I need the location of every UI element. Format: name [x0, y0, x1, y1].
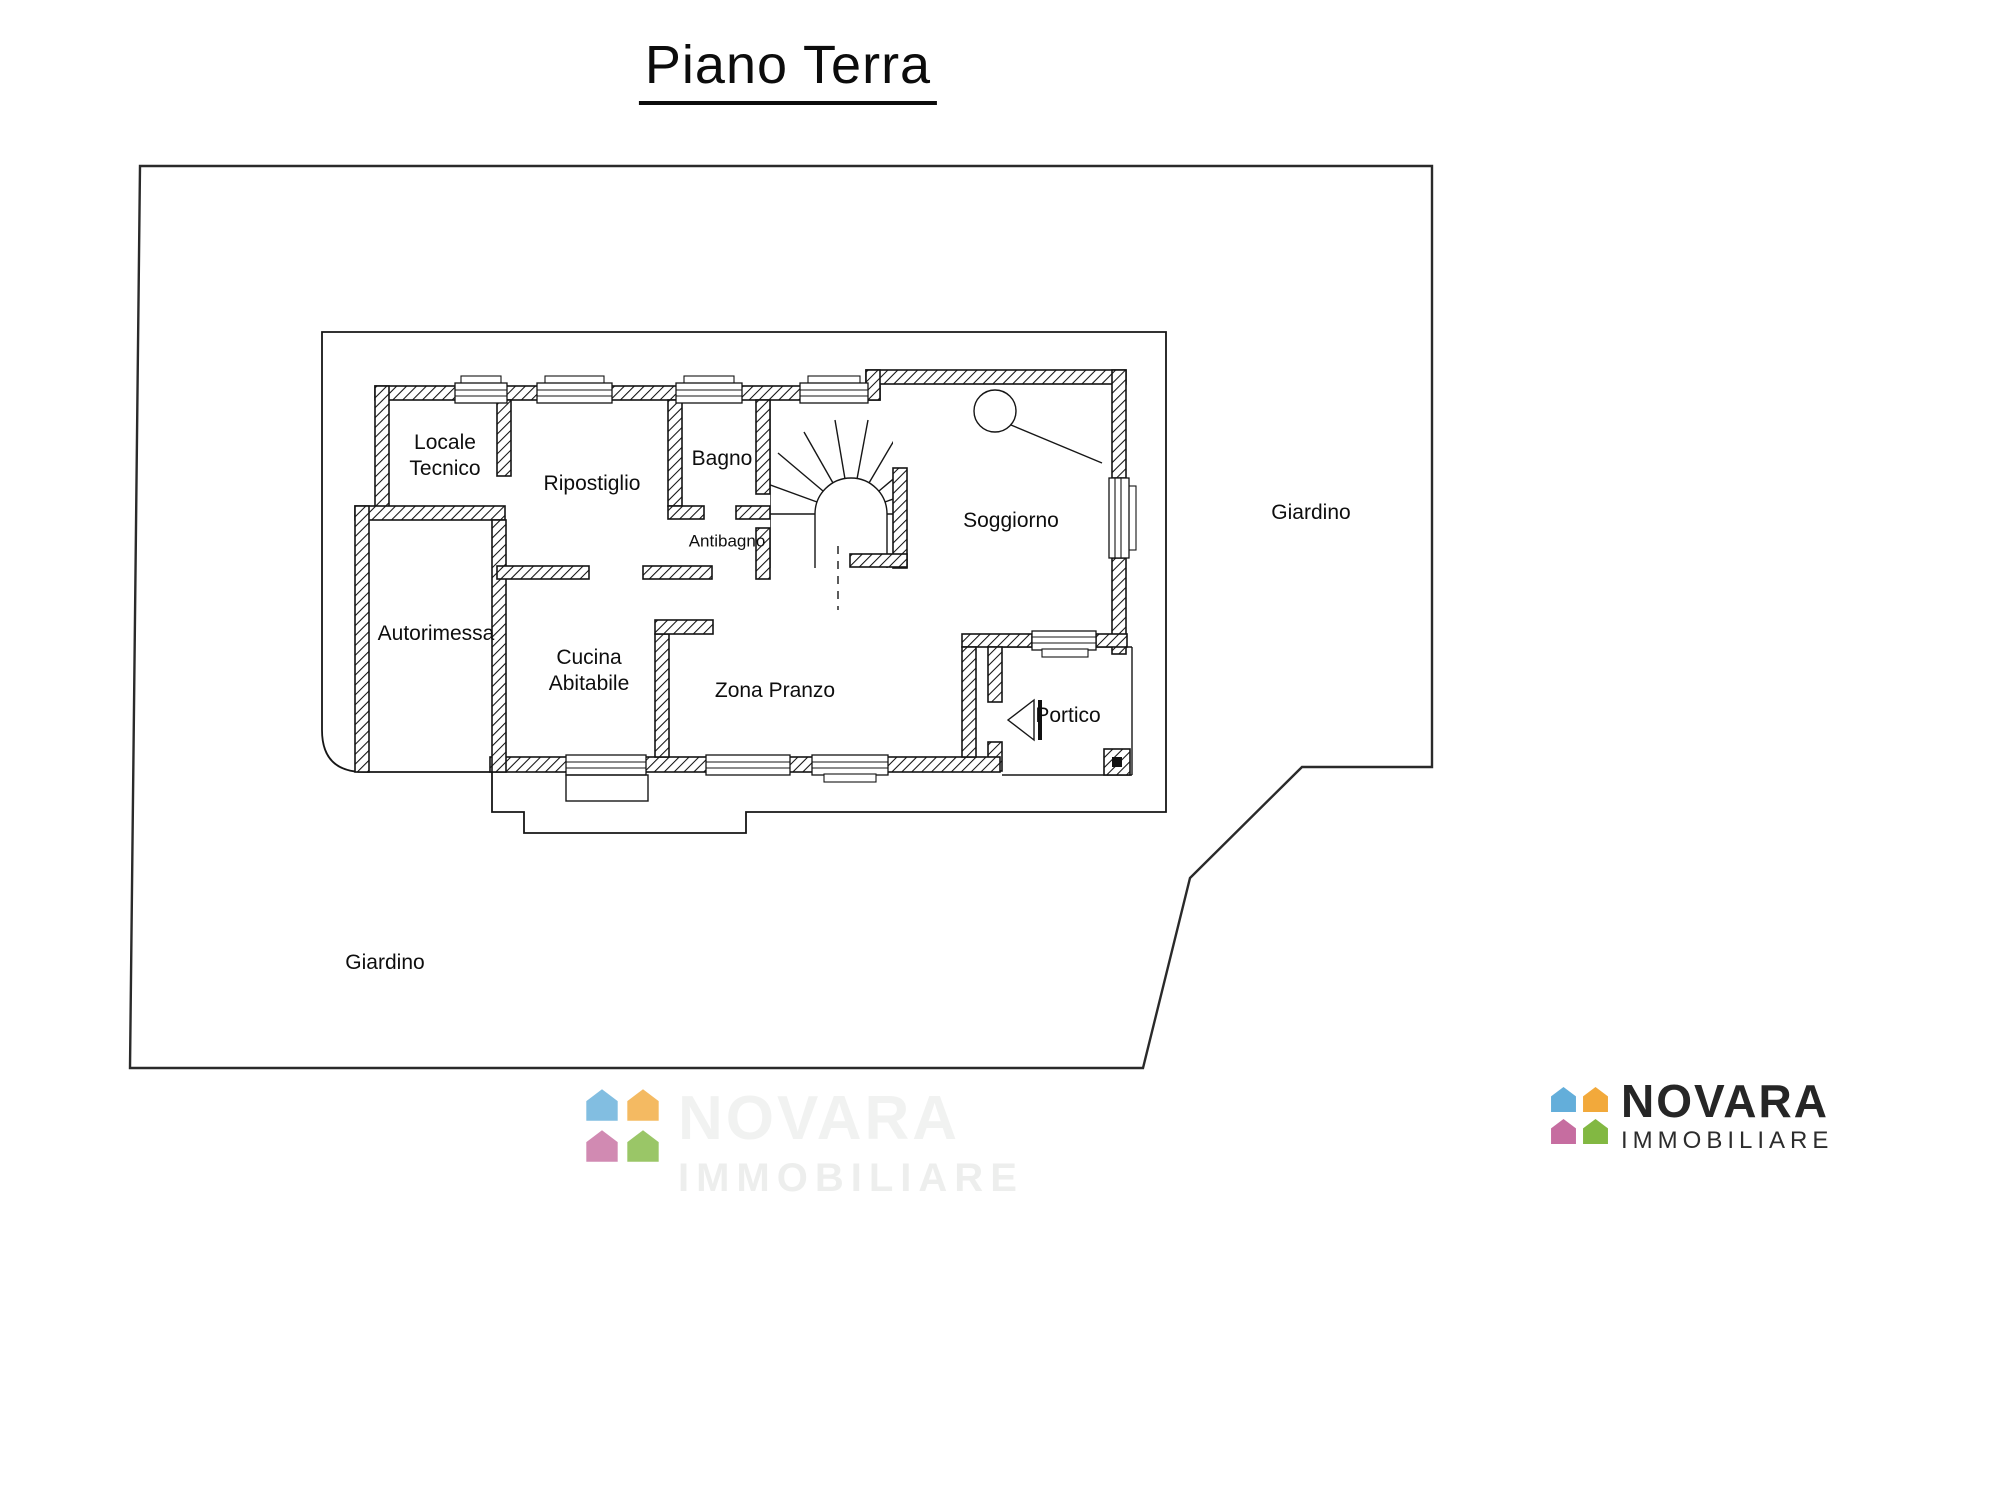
room-label-cucina-abitabile: Cucina Abitabile [548, 645, 630, 695]
door-arrow-icon [1006, 698, 1042, 742]
room-label-giardino-right: Giardino [1271, 500, 1351, 524]
page-title: Piano Terra [638, 34, 938, 105]
room-label-soggiorno: Soggiorno [963, 508, 1059, 532]
watermark-title: NOVARA [678, 1084, 961, 1153]
page-title-text: Piano Terra [638, 35, 938, 105]
room-label-locale-tecnico: Locale Tecnico [409, 430, 481, 480]
watermark-pentagon-icons [585, 1088, 660, 1163]
pentagon-icon [1551, 1119, 1576, 1144]
room-label-antibagno: Antibagno [688, 531, 766, 551]
column-circle [973, 389, 1103, 464]
staircase [770, 400, 893, 568]
portico-structure [1002, 646, 1133, 776]
room-label-autorimessa: Autorimessa [377, 621, 495, 645]
pentagon-icon [1583, 1119, 1608, 1144]
pentagon-icon [1583, 1087, 1608, 1112]
logo-text: NOVARA IMMOBILIARE [1621, 1078, 1833, 1153]
watermark-text: NOVARA IMMOBILIARE [678, 1084, 1024, 1200]
logo-pentagon-icons [1550, 1086, 1609, 1145]
pentagon-icon [627, 1130, 659, 1162]
logo-title: NOVARA [1621, 1075, 1829, 1127]
windows [454, 375, 1137, 802]
watermark-subtitle: IMMOBILIARE [678, 1156, 1024, 1200]
room-label-bagno: Bagno [691, 446, 753, 470]
property-boundary [128, 164, 1434, 1070]
pentagon-icon [627, 1089, 659, 1121]
pentagon-icon [586, 1130, 618, 1162]
room-label-zona-pranzo: Zona Pranzo [714, 678, 836, 702]
agency-logo: NOVARA IMMOBILIARE [1550, 1078, 1833, 1153]
room-label-ripostiglio: Ripostiglio [543, 471, 641, 495]
room-label-giardino-bottom: Giardino [345, 950, 425, 974]
pentagon-icon [1551, 1087, 1576, 1112]
room-label-portico: Portico [1035, 703, 1101, 727]
logo-subtitle: IMMOBILIARE [1621, 1127, 1834, 1154]
pentagon-icon [586, 1089, 618, 1121]
watermark: NOVARA IMMOBILIARE [585, 1088, 1024, 1198]
